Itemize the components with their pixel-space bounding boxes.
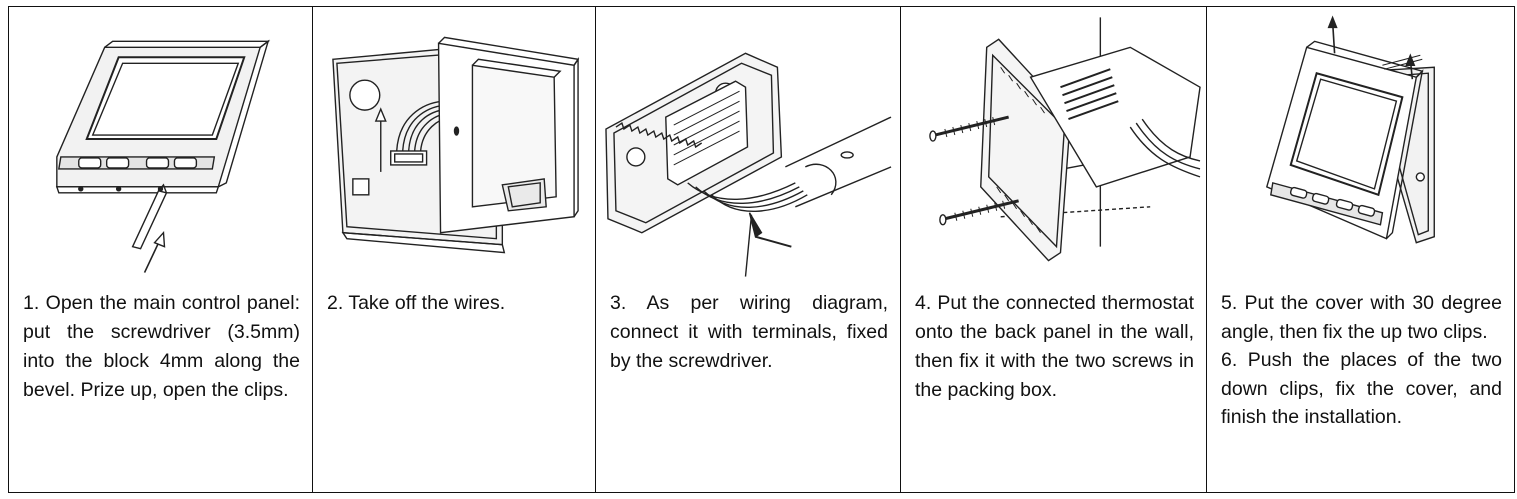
step-2-illustration <box>313 7 595 282</box>
step-cell-1: 1. Open the main control panel: put the … <box>8 6 313 493</box>
step-4-caption: 4. Put the connected thermostat onto the… <box>915 289 1194 405</box>
step-3-text: 3. As per wiring diagram, connect it wit… <box>610 292 888 372</box>
attach-cover-drawing <box>1265 15 1435 244</box>
step-cell-3: 3. As per wiring diagram, connect it wit… <box>595 6 901 493</box>
step-4-illustration <box>901 7 1206 282</box>
step-5-caption: 5. Put the cover with 30 degree angle, t… <box>1221 289 1502 432</box>
step-3-caption: 3. As per wiring diagram, connect it wit… <box>610 289 888 376</box>
thermostat-screwdriver-drawing <box>55 39 271 273</box>
step-cell-2: 2. Take off the wires. <box>312 6 596 493</box>
step-cell-5: 5. Put the cover with 30 degree angle, t… <box>1206 6 1515 493</box>
step-2-caption: 2. Take off the wires. <box>327 289 583 318</box>
installation-steps-table: 1. Open the main control panel: put the … <box>8 6 1515 493</box>
wiring-terminals-drawing <box>605 52 892 277</box>
step-5-illustration <box>1207 7 1514 282</box>
step-4-text: 4. Put the connected thermostat onto the… <box>915 292 1194 401</box>
step-5-text: 5. Put the cover with 30 degree angle, t… <box>1221 292 1502 343</box>
step-1-illustration <box>9 7 312 282</box>
step-1-text: 1. Open the main control panel: put the … <box>23 292 300 401</box>
step-2-text: 2. Take off the wires. <box>327 292 506 314</box>
step-cell-4: 4. Put the connected thermostat onto the… <box>900 6 1207 493</box>
step-1-caption: 1. Open the main control panel: put the … <box>23 289 300 405</box>
wire-removal-drawing <box>332 36 580 254</box>
step-3-illustration <box>596 7 900 282</box>
step-6-text: 6. Push the places of the two down clips… <box>1221 349 1502 428</box>
mounting-screws-drawing <box>929 17 1201 262</box>
